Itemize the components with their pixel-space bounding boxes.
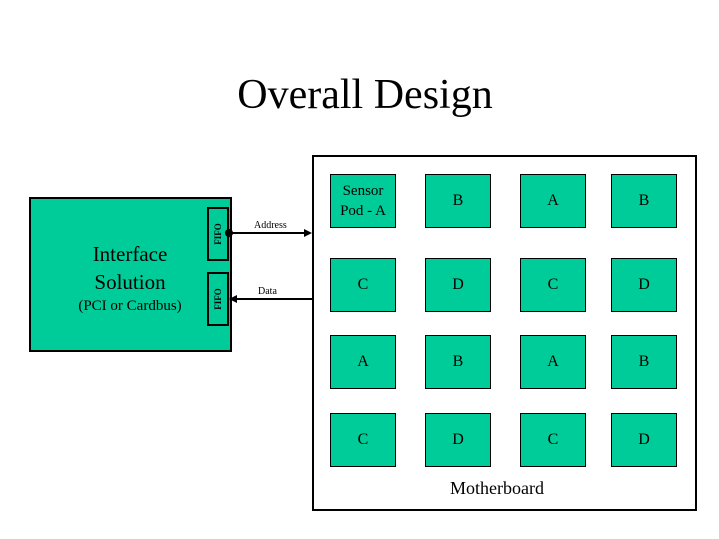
address-label: Address [254, 220, 287, 231]
sensor-pod-label: C [547, 431, 559, 448]
sensor-pod-r4c2: D [425, 413, 491, 467]
sensor-pod-r2c2: D [425, 258, 491, 312]
page-title: Overall Design [237, 72, 493, 118]
interface-line-1: Interface [92, 242, 168, 266]
data-arrowhead [229, 295, 237, 303]
data-label: Data [258, 286, 277, 297]
sensor-pod-label: C [357, 431, 369, 448]
sensor-pod-r2c3: C [520, 258, 586, 312]
motherboard-label: Motherboard [450, 478, 544, 498]
sensor-pod-r3c4: B [611, 335, 677, 389]
sensor-pod-r4c4: D [611, 413, 677, 467]
sensor-pod-r1c4: B [611, 174, 677, 228]
sensor-pod-label: D [452, 276, 464, 293]
address-connector-dot [225, 229, 233, 237]
sensor-pod-label: B [452, 192, 464, 209]
sensor-pod-r3c2: B [425, 335, 491, 389]
sensor-pod-label: D [638, 431, 650, 448]
sensor-pod-r1c2: B [425, 174, 491, 228]
sensor-pod-label: B [638, 192, 650, 209]
sensor-pod-label: A [547, 192, 559, 209]
sensor-pod-label: C [547, 276, 559, 293]
interface-solution-label: Interface Solution (PCI or Cardbus) [40, 240, 220, 316]
sensor-pod-label: B [452, 353, 464, 370]
sensor-pod-r1c1: Sensor Pod - A [330, 174, 396, 228]
sensor-pod-r2c1: C [330, 258, 396, 312]
sensor-pod-label: D [638, 276, 650, 293]
sensor-pod-r4c3: C [520, 413, 586, 467]
sensor-pod-r1c3: A [520, 174, 586, 228]
interface-subtitle: (PCI or Cardbus) [78, 298, 182, 314]
sensor-pod-label: A [357, 353, 369, 370]
sensor-pod-label: D [452, 431, 464, 448]
sensor-pod-label: Sensor Pod - A [340, 183, 386, 219]
interface-solution-box [29, 197, 232, 352]
interface-line-2: Solution [94, 270, 166, 294]
sensor-pod-r3c1: A [330, 335, 396, 389]
sensor-pod-label: A [547, 353, 559, 370]
sensor-pod-r3c3: A [520, 335, 586, 389]
sensor-pod-r4c1: C [330, 413, 396, 467]
sensor-pod-r2c4: D [611, 258, 677, 312]
sensor-pod-label: B [638, 353, 650, 370]
address-arrowhead [304, 229, 312, 237]
fifo-data: FIFO [207, 272, 229, 326]
sensor-pod-label: C [357, 276, 369, 293]
